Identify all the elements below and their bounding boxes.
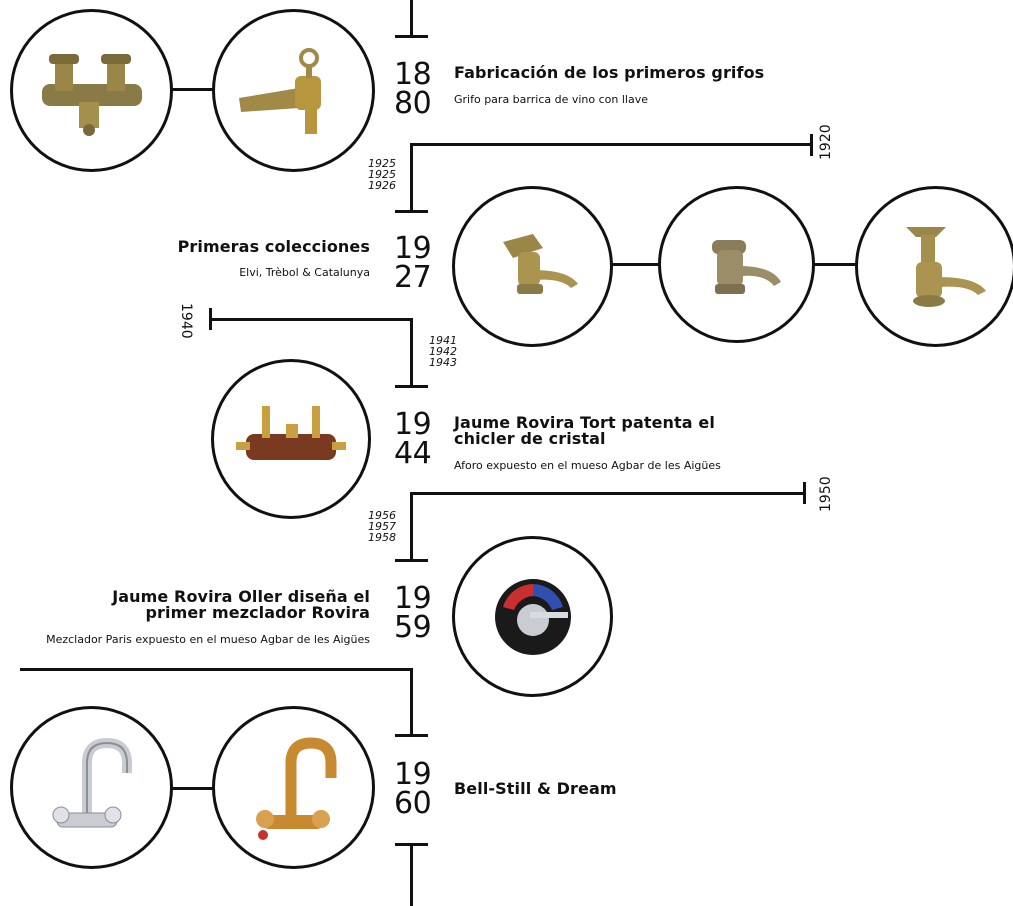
year-top: 19	[394, 410, 431, 439]
branch-end-1950	[803, 482, 806, 504]
image-mixer-rovira	[452, 536, 613, 697]
mixer-knob-icon	[478, 562, 588, 672]
timeline-segment	[410, 318, 413, 387]
side-year: 1926	[360, 180, 396, 191]
branch-end-1920	[810, 134, 813, 156]
image-tap-elvi	[452, 186, 613, 347]
branch-year-1940: 1940	[178, 303, 194, 339]
year-1960: 19 60	[394, 760, 431, 818]
year-1880: 18 80	[394, 60, 431, 118]
circle-connector	[170, 787, 215, 790]
entry-subtitle-1927: Elvi, Trèbol & Catalunya	[150, 266, 370, 279]
year-bottom: 60	[394, 789, 431, 818]
timeline-tick	[395, 734, 428, 737]
entry-subtitle-1944: Aforo expuesto en el mueso Agbar de les …	[454, 459, 784, 472]
year-bottom: 80	[394, 89, 431, 118]
timeline-tick	[395, 210, 428, 213]
branch-line-left	[20, 668, 413, 671]
year-1927: 19 27	[394, 234, 431, 292]
valve-icon	[226, 384, 356, 494]
side-year: 1943	[429, 357, 457, 368]
timeline-tick	[395, 559, 428, 562]
branch-line-1950	[410, 492, 805, 495]
entry-title-1960: Bell-Still & Dream	[454, 781, 754, 797]
circle-connector	[812, 263, 857, 266]
entry-title-1880: Fabricación de los primeros grifos	[454, 65, 794, 81]
year-top: 19	[394, 234, 431, 263]
side-years-1: 1925 1925 1926	[360, 158, 396, 191]
year-1959: 19 59	[394, 584, 431, 642]
brass-mixer-icon	[229, 723, 359, 853]
tap-icon	[677, 210, 797, 320]
circle-connector	[610, 263, 660, 266]
timeline-segment-top	[410, 0, 413, 36]
tap-icon	[876, 207, 996, 327]
side-years-2: 1941 1942 1943	[429, 335, 457, 368]
year-top: 19	[394, 760, 431, 789]
side-years-3: 1956 1957 1958	[360, 510, 396, 543]
branch-end-1940	[209, 308, 212, 330]
tap-icon	[473, 212, 593, 322]
image-bell-still	[10, 706, 173, 869]
circle-connector	[170, 88, 215, 91]
year-bottom: 44	[394, 439, 431, 468]
branch-line-1940	[210, 318, 412, 321]
branch-year-1950: 1950	[818, 476, 834, 512]
year-bottom: 59	[394, 613, 431, 642]
image-tap-trebol	[658, 186, 815, 343]
entry-subtitle-1959: Mezclador Paris expuesto en el mueso Agb…	[20, 633, 370, 646]
image-barrel-tap	[212, 9, 375, 172]
timeline-segment	[410, 143, 413, 212]
image-dream	[212, 706, 375, 869]
timeline-segment-bottom	[410, 843, 413, 906]
year-top: 19	[394, 584, 431, 613]
timeline-segment	[410, 668, 413, 736]
image-double-faucet	[10, 9, 173, 172]
image-crystal-valve	[211, 359, 371, 519]
tap-icon	[229, 36, 359, 146]
timeline-segment	[410, 492, 413, 561]
entry-title-1944: Jaume Rovira Tort patenta el chicler de …	[454, 415, 754, 447]
entry-subtitle-1880: Grifo para barrica de vino con llave	[454, 93, 774, 106]
branch-year-1920: 1920	[818, 124, 834, 160]
image-tap-catalunya	[855, 186, 1013, 347]
year-top: 18	[394, 60, 431, 89]
chrome-mixer-icon	[27, 723, 157, 853]
branch-line-1920	[410, 143, 812, 146]
timeline-tick	[395, 385, 428, 388]
year-bottom: 27	[394, 263, 431, 292]
entry-title-1927: Primeras colecciones	[150, 239, 370, 255]
year-1944: 19 44	[394, 410, 431, 468]
timeline-tick	[395, 35, 428, 38]
entry-title-1959: Jaume Rovira Oller diseña el primer mezc…	[100, 589, 370, 621]
faucet-icon	[27, 36, 157, 146]
side-year: 1958	[360, 532, 396, 543]
